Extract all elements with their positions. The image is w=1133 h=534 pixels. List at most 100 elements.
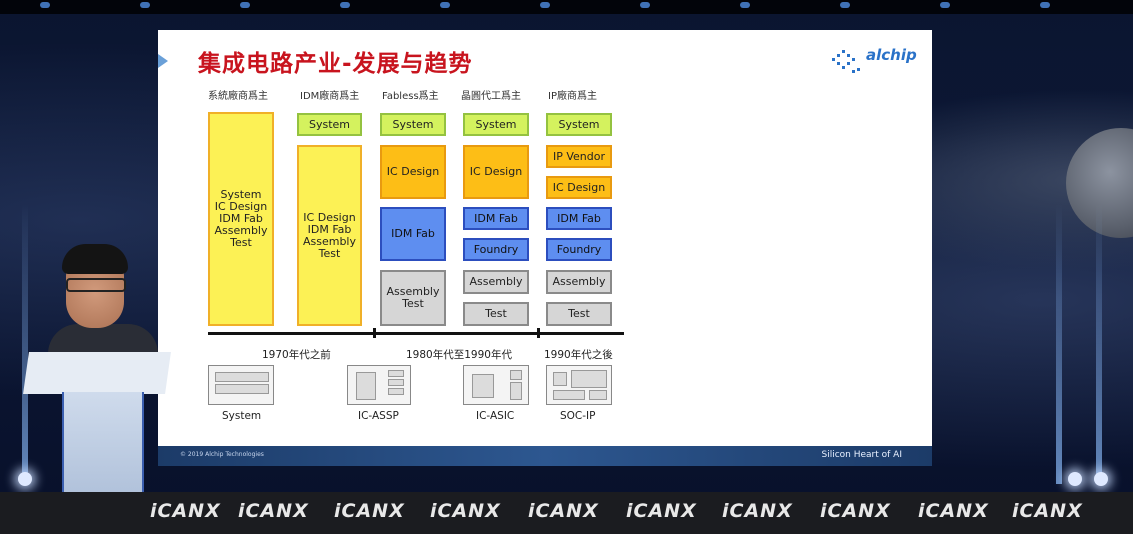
column-header-idm: IDM廠商爲主 <box>300 91 360 102</box>
chip-label: IC-ASSP <box>358 410 399 422</box>
event-logo: iCANX <box>918 500 989 522</box>
chip-component <box>215 384 269 394</box>
block-line: System <box>220 188 262 201</box>
era-label: 1980年代至1990年代 <box>406 349 512 361</box>
block-assembly: Assembly <box>546 270 612 294</box>
event-logo: iCANX <box>722 500 793 522</box>
block-line: IC Design <box>303 210 356 224</box>
chip-diagram-system <box>208 365 274 405</box>
block-line: IC Design <box>214 200 268 213</box>
block-test: Test <box>546 302 612 326</box>
led-light <box>240 2 250 8</box>
block-system: System <box>546 113 612 136</box>
chip-component <box>388 379 404 386</box>
block-foundry: Foundry <box>546 238 612 261</box>
chip-diagram-asic <box>463 365 529 405</box>
chip-component <box>472 374 494 398</box>
chip-diagram-assp <box>347 365 411 405</box>
chip-component <box>571 370 607 388</box>
light-beam <box>1056 204 1062 484</box>
block-ip-vendor: IP Vendor <box>546 145 612 168</box>
era-label: 1970年代之前 <box>262 349 331 361</box>
event-logo: iCANX <box>238 500 309 522</box>
event-logo: iCANX <box>820 500 891 522</box>
chip-label: SOC-IP <box>560 410 596 422</box>
led-light <box>940 2 950 8</box>
block-idm-all: IC Design IDM Fab Assembly Test <box>297 145 362 326</box>
event-logo: iCANX <box>626 500 697 522</box>
presenter-video <box>48 244 158 364</box>
block-system: System <box>297 113 362 136</box>
block-system: System <box>380 113 446 136</box>
block-test: Test <box>463 302 529 326</box>
event-logo: iCANX <box>430 500 501 522</box>
timeline-axis <box>208 332 624 335</box>
chip-label: System <box>222 410 262 422</box>
block-foundry: Foundry <box>463 238 529 261</box>
block-line: IDM Fab <box>219 212 263 225</box>
block-system: System <box>463 113 529 136</box>
block-line: Assembly <box>302 234 357 248</box>
chip-component <box>553 372 567 386</box>
led-light <box>740 2 750 8</box>
chip-diagram-soc <box>546 365 612 405</box>
chip-component <box>589 390 607 400</box>
chip-label: IC-ASIC <box>476 410 515 422</box>
light-beam <box>1096 204 1102 484</box>
block-ic-design: IC Design <box>380 145 446 199</box>
led-strip <box>0 0 1133 14</box>
led-light <box>1040 2 1050 8</box>
block-line: Test <box>318 246 341 260</box>
block-line: Assembly <box>214 224 268 237</box>
column-header-system: 系統廠商爲主 <box>208 91 268 102</box>
block-line: Test <box>402 297 424 310</box>
footer-copyright: © 2019 Alchip Technologies <box>180 451 264 458</box>
chip-component <box>388 370 404 377</box>
presenter-glasses <box>66 278 126 292</box>
event-logo: iCANX <box>334 500 405 522</box>
column-header-fabless: Fabless爲主 <box>382 91 439 102</box>
event-logo: iCANX <box>528 500 599 522</box>
spotlight <box>1068 472 1082 486</box>
alchip-logo-icon <box>832 50 860 73</box>
chip-component <box>553 390 585 400</box>
block-system-all: System IC Design IDM Fab Assembly Test <box>208 112 274 326</box>
timeline-tick <box>373 328 376 338</box>
block-line: Assembly <box>386 285 440 298</box>
chip-component <box>388 388 404 395</box>
timeline-tick <box>537 328 540 338</box>
led-light <box>340 2 350 8</box>
column-header-foundry: 晶圓代工爲主 <box>461 91 521 102</box>
footer-tagline: Silicon Heart of AI <box>821 450 903 460</box>
column-header-ip: IP廠商爲主 <box>548 91 597 102</box>
presentation-slide: 集成电路产业-发展与趋势 alchip 系統廠商爲主 IDM廠商爲主 Fable… <box>158 30 932 466</box>
podium-top <box>23 352 171 394</box>
chip-component <box>215 372 269 382</box>
block-idm-fab: IDM Fab <box>380 207 446 261</box>
block-idm-fab: IDM Fab <box>546 207 612 230</box>
block-line: Test <box>230 236 252 249</box>
block-assembly: Assembly <box>463 270 529 294</box>
event-logo: iCANX <box>1012 500 1083 522</box>
led-light <box>540 2 550 8</box>
spotlight <box>18 472 32 486</box>
chip-component <box>510 382 522 400</box>
led-light <box>440 2 450 8</box>
light-beam <box>22 204 28 484</box>
slide-title: 集成电路产业-发展与趋势 <box>198 51 473 77</box>
block-ic-design: IC Design <box>463 145 529 199</box>
led-light <box>640 2 650 8</box>
block-line: IDM Fab <box>307 222 352 236</box>
led-light <box>140 2 150 8</box>
led-light <box>840 2 850 8</box>
presenter-hair <box>62 244 128 274</box>
event-logo: iCANX <box>150 500 221 522</box>
chip-component <box>510 370 522 380</box>
event-brand-bar <box>0 492 1133 534</box>
era-label: 1990年代之後 <box>544 349 613 361</box>
title-arrow-icon <box>158 54 168 68</box>
block-assembly-test: Assembly Test <box>380 270 446 326</box>
chip-component <box>356 372 376 400</box>
brand-name: alchip <box>866 46 917 64</box>
led-light <box>40 2 50 8</box>
